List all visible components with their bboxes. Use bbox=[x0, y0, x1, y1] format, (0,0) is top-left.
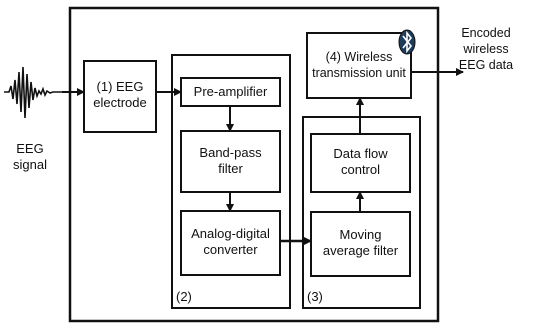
group-2-frame bbox=[171, 54, 291, 309]
band-pass-label: Band-pass filter bbox=[199, 145, 262, 176]
electrode-label: (1) EEG electrode bbox=[93, 79, 147, 110]
wireless-box bbox=[306, 32, 412, 99]
wireless-label: (4) Wireless transmission unit bbox=[312, 50, 406, 80]
pre-amplifier-label: Pre-amplifier bbox=[193, 84, 268, 99]
data-flow-box bbox=[310, 133, 411, 193]
group-3-frame bbox=[302, 116, 421, 309]
input-signal-label: EEG signal bbox=[13, 141, 47, 172]
moving-average-label: Moving average filter bbox=[322, 227, 399, 258]
system-frame bbox=[68, 6, 440, 323]
eeg-waveform-icon bbox=[4, 66, 62, 119]
bluetooth-icon bbox=[398, 29, 416, 55]
adc-box bbox=[180, 210, 281, 276]
output-label: Encoded wireless EEG data bbox=[458, 26, 514, 72]
group-3-label: (3) bbox=[307, 289, 323, 304]
data-flow-label: Data flow control bbox=[333, 146, 388, 177]
adc-label: Analog-digital converter bbox=[191, 226, 270, 257]
electrode-box bbox=[83, 60, 157, 133]
group-2-label: (2) bbox=[176, 289, 192, 304]
